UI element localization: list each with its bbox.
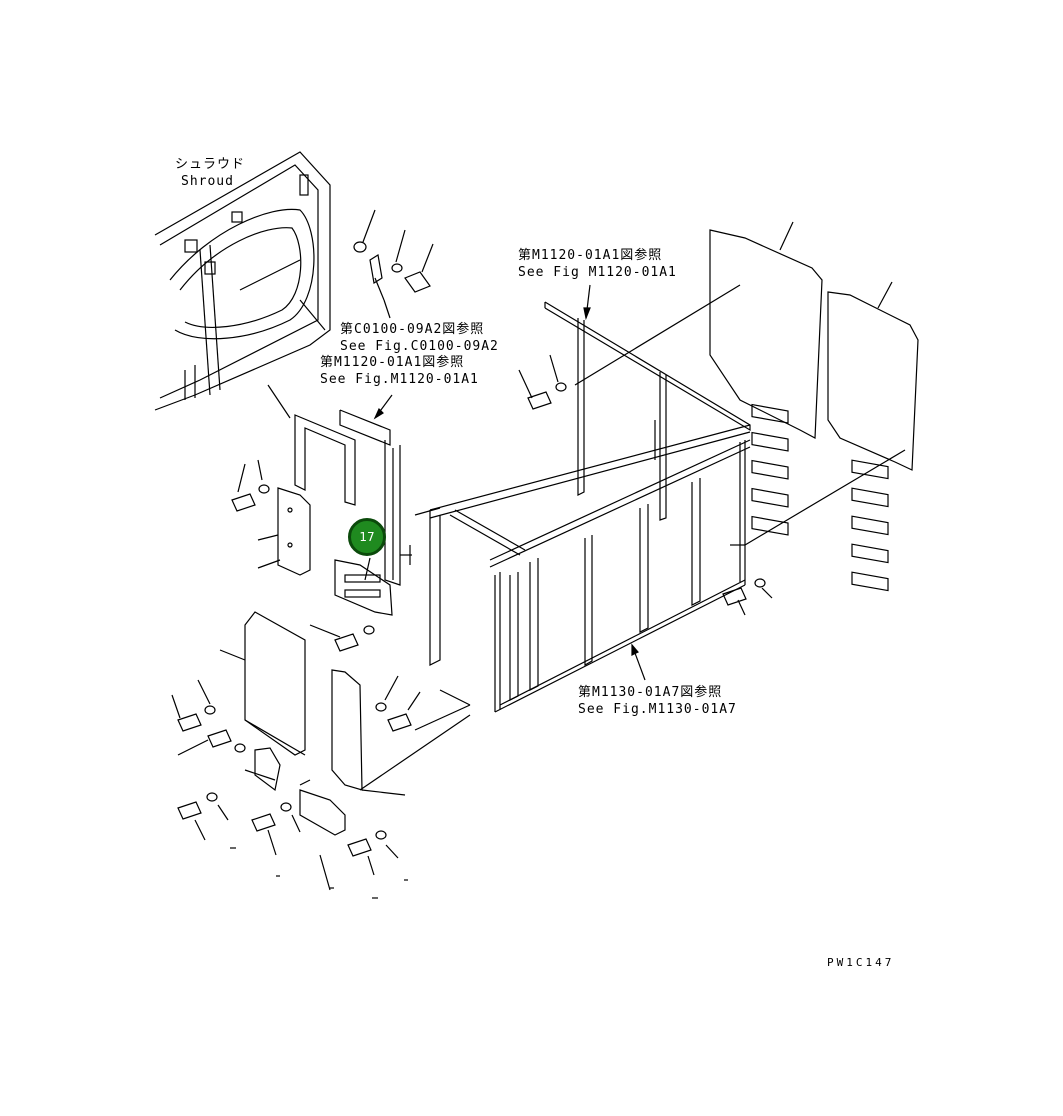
ref-m1130-en: See Fig.M1130-01A7 (578, 702, 737, 717)
main-frame (414, 301, 751, 713)
ref-m1120-mid-en: See Fig.M1120-01A1 (320, 372, 479, 387)
bolts (171, 354, 773, 876)
mid-brackets (294, 409, 412, 586)
lower-small-brackets (254, 747, 346, 836)
ref-c0100-jp: 第C0100-09A2図参照 (340, 322, 485, 337)
ref-c0100-en: See Fig.C0100-09A2 (340, 339, 499, 354)
ref-m1130-jp: 第M1130-01A7図参照 (578, 685, 723, 700)
side-panel-rear (709, 221, 823, 536)
shroud-label-jp: シュラウド (175, 157, 246, 172)
callout-badge-17[interactable]: 17 (348, 518, 386, 556)
ref-m1120-top-en: See Fig M1120-01A1 (518, 265, 677, 280)
shroud-bolt-set (353, 209, 434, 319)
lower-panel-right (331, 669, 406, 796)
slotted-cover (334, 559, 393, 616)
leader-lines (230, 284, 906, 899)
shroud-assembly (154, 151, 331, 411)
lower-panel-left (219, 611, 306, 756)
ref-m1120-top-jp: 第M1120-01A1図参照 (518, 248, 663, 263)
drawing-code: PW1C147 (827, 956, 895, 969)
small-cover-plate (257, 487, 311, 576)
shroud-label-en: Shroud (181, 174, 234, 189)
ref-m1120-mid-jp: 第M1120-01A1図参照 (320, 355, 465, 370)
side-panel-front (827, 281, 919, 592)
